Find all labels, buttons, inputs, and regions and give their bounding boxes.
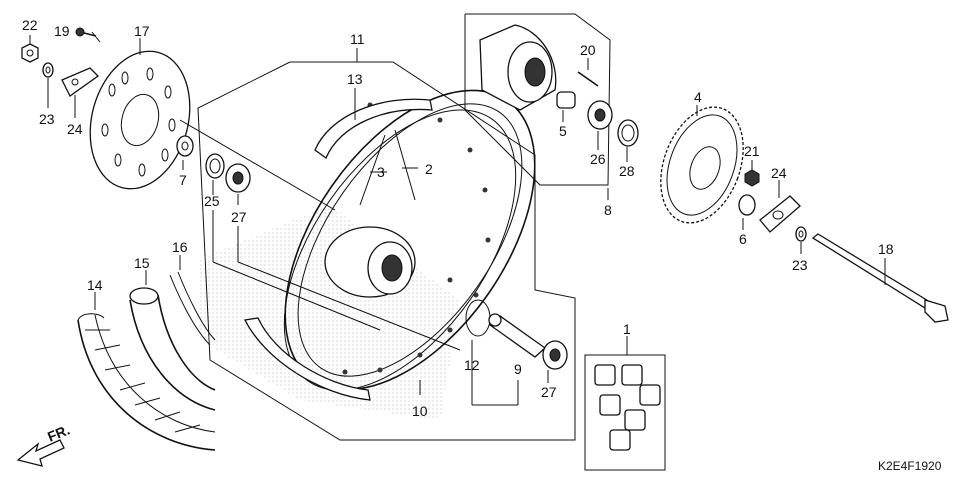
brake-disc-part-17 [89, 50, 191, 190]
arrow-left-icon [16, 439, 65, 467]
callout-12: 12 [464, 357, 480, 373]
callout-19: 19 [54, 23, 70, 39]
callout-6: 6 [739, 231, 747, 247]
callout-18: 18 [878, 241, 894, 257]
rim-band-part-10 [244, 317, 371, 401]
bearing-part-27-lower [542, 340, 568, 370]
washer-part-23-right [795, 226, 807, 242]
collar-part-9 [488, 313, 547, 358]
callout-16: 16 [172, 239, 188, 255]
callout-21: 22 [22, 17, 38, 33]
callout-23: 23 [39, 111, 55, 127]
sprocket-part-4 [660, 106, 744, 224]
callout-27-lower: 27 [541, 384, 557, 400]
stud-bolt-part-20 [577, 71, 599, 87]
washer-part-23 [42, 62, 54, 78]
oil-seal-part-28 [617, 119, 639, 147]
callout-24-right: 24 [771, 165, 787, 181]
leader-lines [29, 31, 886, 406]
callout-24: 24 [67, 121, 83, 137]
callout-28: 28 [619, 163, 635, 179]
callout-13: 13 [347, 71, 363, 87]
seal-part-25 [205, 153, 225, 179]
collar-part-7 [176, 135, 194, 157]
diagram-code: K2E4F1920 [878, 459, 942, 473]
callout-20: 20 [580, 42, 596, 58]
collar-part-5 [556, 91, 576, 109]
callout-9: 9 [514, 361, 522, 377]
direction-label: FR. [45, 421, 72, 444]
tire-part-14 [77, 313, 216, 451]
callout-3: 3 [377, 164, 385, 180]
callout-5: 5 [559, 123, 567, 139]
callout-4: 4 [694, 89, 702, 105]
callout-7: 7 [179, 172, 187, 188]
plate-part-24 [61, 67, 100, 97]
bearing-part-27-left [225, 163, 251, 193]
callout-15: 15 [134, 255, 150, 271]
callout-2: 2 [425, 161, 433, 177]
final-driven-flange [479, 24, 557, 111]
callout-27: 27 [231, 209, 247, 225]
bearing-part-26 [587, 100, 613, 130]
callout-14: 14 [87, 277, 103, 293]
nut-part-22 [744, 169, 760, 187]
callout-10: 10 [412, 403, 428, 419]
callout-23-right: 23 [792, 257, 808, 273]
damper-part-1 [584, 354, 666, 471]
callout-1: 1 [623, 321, 631, 337]
callout-22: 21 [744, 143, 760, 159]
callout-11: 11 [350, 31, 365, 47]
plate-part-24-right [759, 195, 801, 233]
bolt-part-19 [75, 27, 97, 37]
nut-part-21 [21, 43, 39, 63]
tube-part-15 [129, 287, 216, 411]
callout-17: 17 [134, 23, 150, 39]
callout-25: 25 [204, 193, 220, 209]
rear-wheel-rim [283, 89, 536, 391]
collar-part-6 [738, 194, 756, 216]
front-direction-indicator: FR. [16, 421, 72, 467]
callout-26: 26 [590, 151, 606, 167]
rim-strip-part-16 [169, 271, 216, 346]
callout-8: 8 [604, 202, 612, 218]
callout-labels: 22 19 17 23 24 7 25 27 11 13 3 2 14 15 1… [22, 17, 894, 419]
axle-part-18 [811, 233, 949, 323]
rim-band-part-13 [314, 98, 433, 160]
